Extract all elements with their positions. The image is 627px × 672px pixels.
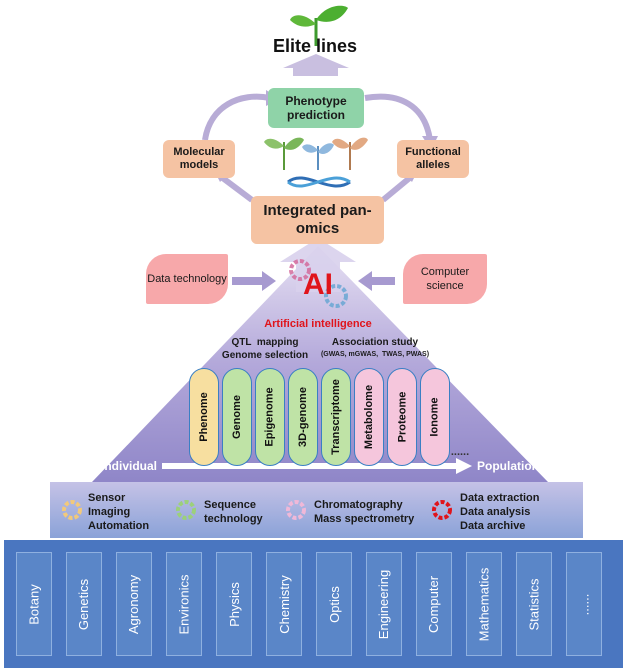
omics-label: Phenome bbox=[198, 392, 211, 442]
discipline-label: Agronomy bbox=[126, 574, 142, 634]
discipline-column: Engineering bbox=[366, 552, 402, 656]
computer-science-box: Computer science bbox=[403, 254, 487, 304]
phenotype-prediction-box: Phenotype prediction bbox=[268, 88, 364, 128]
tool-line: technology bbox=[204, 513, 263, 525]
discipline-column: Environics bbox=[166, 552, 202, 656]
chromatography-tools: Chromatography Mass spectrometry bbox=[314, 498, 414, 526]
genome-selection-label: Genome selection bbox=[221, 350, 309, 361]
omics-label: Genome bbox=[231, 394, 244, 440]
discipline-label: Physics bbox=[226, 581, 242, 627]
omics-label: Transcriptome bbox=[330, 379, 342, 455]
data-technology-box: Data technology bbox=[146, 254, 228, 304]
tool-line: Sequence bbox=[204, 499, 256, 511]
discipline-column: Statistics bbox=[516, 552, 552, 656]
discipline-label: Environics bbox=[176, 574, 192, 634]
omics-pill: Metabolome bbox=[354, 368, 384, 466]
discipline-label: Chemistry bbox=[276, 574, 292, 634]
sensor-tools: Sensor Imaging Automation bbox=[88, 491, 149, 533]
discipline-column: Genetics bbox=[66, 552, 102, 656]
discipline-column: ...... bbox=[566, 552, 602, 656]
discipline-label: Mathematics bbox=[476, 567, 492, 641]
discipline-column: Computer bbox=[416, 552, 452, 656]
tools-band bbox=[50, 482, 583, 538]
omics-label: 3D-genome bbox=[297, 387, 309, 447]
discipline-label: Genetics bbox=[76, 578, 92, 630]
discipline-label: Optics bbox=[326, 585, 342, 623]
omics-pill: Phenome bbox=[189, 368, 219, 466]
sensor-gear-icon bbox=[62, 500, 82, 520]
discipline-column: Botany bbox=[16, 552, 52, 656]
discipline-label: ...... bbox=[576, 593, 592, 615]
phenotype-prediction-label: Phenotype prediction bbox=[285, 94, 347, 122]
arrow-from-data-tech bbox=[232, 271, 276, 291]
discipline-column: Chemistry bbox=[266, 552, 302, 656]
chromatography-gear-icon bbox=[286, 500, 306, 520]
tool-line: Sensor bbox=[88, 492, 126, 504]
ai-label: AI bbox=[303, 268, 333, 301]
up-arrow-title bbox=[283, 54, 349, 76]
arrow-from-computer-sci bbox=[358, 271, 395, 291]
omics-pill: Epigenome bbox=[255, 368, 285, 466]
discipline-label: Engineering bbox=[376, 569, 392, 639]
scale-left-label: Individual bbox=[100, 459, 157, 473]
tool-line: Data archive bbox=[460, 520, 526, 532]
discipline-label: Computer bbox=[426, 575, 442, 633]
curve-arrow-left bbox=[202, 93, 271, 141]
omics-label: Ionome bbox=[429, 397, 441, 437]
discipline-label: Statistics bbox=[526, 577, 542, 631]
sequence-tools: Sequence technology bbox=[204, 498, 263, 526]
scale-arrow bbox=[456, 458, 472, 474]
omics-pill: Transcriptome bbox=[321, 368, 351, 466]
functional-alleles-label: Functional alleles bbox=[405, 146, 461, 171]
tool-line: Imaging bbox=[88, 506, 131, 518]
omics-label: Metabolome bbox=[363, 384, 375, 450]
seedling-icon bbox=[290, 5, 348, 47]
data-technology-label: Data technology bbox=[147, 273, 227, 285]
scale-right-label: Population bbox=[477, 459, 539, 473]
plants-dna-icon bbox=[264, 137, 368, 188]
association-methods-label: (GWAS, mGWAS, TWAS, PWAS) bbox=[320, 351, 430, 358]
omics-label: Proteome bbox=[396, 391, 408, 443]
data-tools: Data extraction Data analysis Data archi… bbox=[460, 491, 539, 533]
discipline-column: Physics bbox=[216, 552, 252, 656]
omics-pill: Genome bbox=[222, 368, 252, 466]
omics-more: ...... bbox=[450, 446, 470, 458]
tool-line: Data extraction bbox=[460, 492, 540, 504]
tool-line: Automation bbox=[88, 520, 150, 532]
omics-label: Epigenome bbox=[264, 387, 277, 447]
integrated-panomics-label: Integrated pan-omics bbox=[263, 202, 372, 237]
discipline-label: Botany bbox=[26, 583, 42, 625]
molecular-models-box: Molecular models bbox=[163, 140, 235, 178]
functional-alleles-box: Functional alleles bbox=[397, 140, 469, 178]
omics-pill: Proteome bbox=[387, 368, 417, 466]
association-study-label: Association study bbox=[331, 337, 419, 348]
curve-arrow-right bbox=[364, 93, 433, 141]
tool-line: Chromatography bbox=[314, 499, 403, 511]
omics-pill: Ionome bbox=[420, 368, 450, 466]
discipline-column: Agronomy bbox=[116, 552, 152, 656]
tool-line: Mass spectrometry bbox=[314, 513, 415, 525]
sequence-gear-icon bbox=[176, 500, 196, 520]
discipline-column: Optics bbox=[316, 552, 352, 656]
ai-caption: Artificial intelligence bbox=[264, 318, 372, 330]
omics-pill: 3D-genome bbox=[288, 368, 318, 466]
molecular-models-label: Molecular models bbox=[173, 146, 225, 171]
computer-science-label: Computer science bbox=[420, 266, 470, 292]
page-title: Elite lines bbox=[272, 36, 358, 56]
qtl-mapping-label: QTL mapping bbox=[231, 337, 299, 348]
tool-line: Data analysis bbox=[460, 506, 531, 518]
data-gear-icon bbox=[432, 500, 452, 520]
integrated-panomics-box: Integrated pan-omics bbox=[251, 196, 384, 244]
discipline-column: Mathematics bbox=[466, 552, 502, 656]
gears-icon bbox=[289, 259, 348, 308]
